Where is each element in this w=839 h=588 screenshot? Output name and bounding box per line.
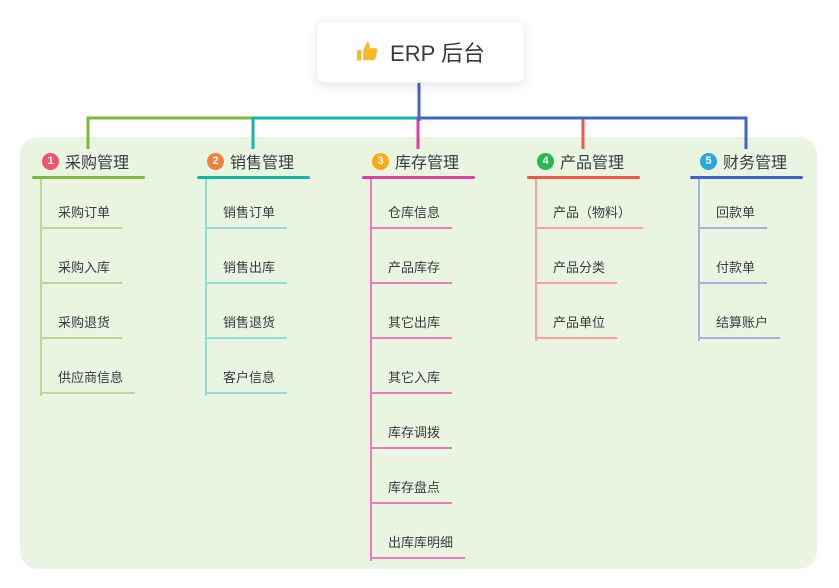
child-node[interactable]: 库存盘点 [370,449,465,504]
child-label: 产品库存 [370,257,453,284]
child-label: 其它入库 [370,367,453,394]
child-label: 采购入库 [40,257,123,284]
child-node[interactable]: 采购订单 [40,174,135,229]
child-label: 产品分类 [535,257,618,284]
child-label: 供应商信息 [40,367,136,394]
branch-finance: 5 财务管理 回款单 付款单 结算账户 [690,148,839,341]
child-node[interactable]: 产品库存 [370,229,465,284]
branch-purchase: 1 采购管理 采购订单 采购入库 采购退货 供应商信息 [32,148,202,396]
branch-inventory: 3 库存管理 仓库信息 产品库存 其它出库 其它入库 库存调拨 库存盘点 出库库… [362,148,532,561]
branch-children: 采购订单 采购入库 采购退货 供应商信息 [40,174,136,394]
child-node[interactable]: 销售订单 [205,174,288,229]
branch-badge-2: 2 [207,152,224,170]
child-label: 采购退货 [40,312,123,339]
branch-children: 销售订单 销售出库 销售退货 客户信息 [205,174,288,394]
child-node[interactable]: 采购入库 [40,229,135,284]
child-node[interactable]: 客户信息 [205,339,288,394]
child-node[interactable]: 出库库明细 [370,504,466,559]
child-label: 产品单位 [535,312,618,339]
child-label: 采购订单 [40,202,123,229]
child-label: 库存盘点 [370,477,453,504]
child-label: 结算账户 [698,312,781,339]
branch-underline [527,176,640,179]
child-label: 出库库明细 [370,532,466,559]
child-label: 付款单 [698,257,768,284]
branch-badge-1: 1 [42,152,59,170]
child-label: 其它出库 [370,312,453,339]
branch-sales: 2 销售管理 销售订单 销售出库 销售退货 客户信息 [197,148,367,396]
branch-title-product[interactable]: 4 产品管理 [527,148,697,174]
branch-label: 库存管理 [395,155,460,172]
children-connector-line [370,179,372,561]
branch-title-finance[interactable]: 5 财务管理 [690,148,839,174]
child-label: 销售退货 [205,312,288,339]
branch-label: 产品管理 [560,155,625,172]
child-node[interactable]: 付款单 [698,229,780,284]
branch-badge-4: 4 [537,152,554,170]
child-node[interactable]: 回款单 [698,174,780,229]
branch-underline [362,176,475,179]
child-label: 销售订单 [205,202,288,229]
branch-title-inventory[interactable]: 3 库存管理 [362,148,532,174]
branch-underline [690,176,803,179]
child-node[interactable]: 供应商信息 [40,339,136,394]
branch-children: 仓库信息 产品库存 其它出库 其它入库 库存调拨 库存盘点 出库库明细 [370,174,466,559]
child-node[interactable]: 销售退货 [205,284,288,339]
child-label: 库存调拨 [370,422,453,449]
branch-underline [32,176,145,179]
children-connector-line [40,179,42,396]
branch-underline [197,176,310,179]
thumbs-up-icon [356,40,380,64]
branch-label: 采购管理 [65,155,130,172]
child-node[interactable]: 产品分类 [535,229,643,284]
child-label: 产品（物料） [535,202,644,229]
children-connector-line [205,179,207,396]
child-node[interactable]: 其它出库 [370,284,465,339]
map-background-panel [20,137,817,569]
branch-label: 销售管理 [230,155,295,172]
child-label: 客户信息 [205,367,288,394]
branch-title-purchase[interactable]: 1 采购管理 [32,148,202,174]
child-node[interactable]: 产品单位 [535,284,643,339]
child-label: 销售出库 [205,257,288,284]
child-node[interactable]: 库存调拨 [370,394,465,449]
child-node[interactable]: 产品（物料） [535,174,644,229]
child-label: 回款单 [698,202,768,229]
child-label: 仓库信息 [370,202,453,229]
children-connector-line [535,179,537,341]
branch-badge-5: 5 [700,152,717,170]
child-node[interactable]: 销售出库 [205,229,288,284]
branch-title-sales[interactable]: 2 销售管理 [197,148,367,174]
children-connector-line [698,179,700,341]
branch-children: 回款单 付款单 结算账户 [698,174,781,339]
child-node[interactable]: 其它入库 [370,339,465,394]
root-node[interactable]: ERP 后台 [316,21,525,83]
branch-children: 产品（物料） 产品分类 产品单位 [535,174,644,339]
branch-label: 财务管理 [723,155,788,172]
child-node[interactable]: 采购退货 [40,284,135,339]
child-node[interactable]: 结算账户 [698,284,781,339]
branch-badge-3: 3 [372,152,389,170]
root-label: ERP 后台 [390,41,485,66]
child-node[interactable]: 仓库信息 [370,174,465,229]
branch-product: 4 产品管理 产品（物料） 产品分类 产品单位 [527,148,697,341]
